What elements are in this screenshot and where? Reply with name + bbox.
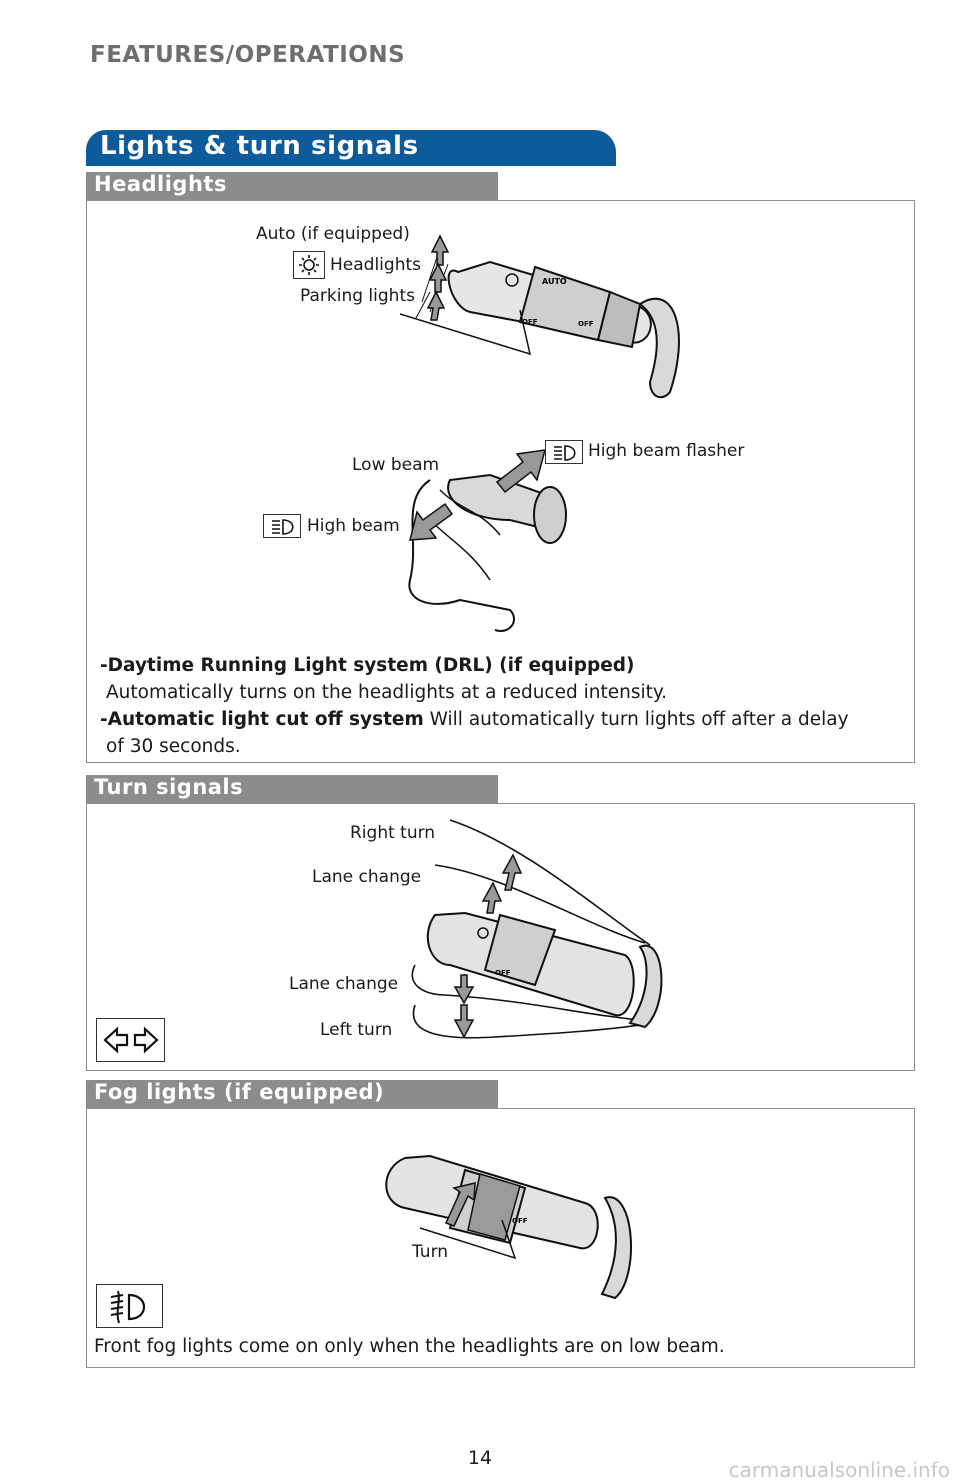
svg-text:OFF: OFF [512, 1217, 528, 1225]
parking-lights-label: Parking lights [300, 286, 415, 306]
drl-title: -Daytime Running Light system (DRL) (if … [100, 655, 635, 676]
fog-lights-title: Fog lights (if equipped) [94, 1080, 385, 1104]
page-number: 14 [467, 1447, 493, 1469]
left-turn-label: Left turn [320, 1020, 393, 1040]
auto-label: Auto (if equipped) [256, 224, 410, 244]
cutoff-title: -Automatic light cut off system [100, 709, 424, 730]
headlight-icon [293, 251, 325, 279]
headlight-arrows [426, 234, 450, 321]
lane-change-down-label: Lane change [289, 974, 399, 994]
lane-change-up-label: Lane change [312, 867, 422, 887]
turn-label: Turn [412, 1242, 449, 1262]
cutoff-text-2: of 30 seconds. [106, 736, 241, 757]
headlight-lever-illustration: AUTO OFF OFF [400, 241, 680, 399]
low-beam-label: Low beam [352, 455, 440, 475]
turn-signals-title: Turn signals [94, 775, 244, 799]
cutoff-text: Will automatically turn lights off after… [423, 709, 849, 730]
svg-text:OFF: OFF [522, 318, 538, 326]
turn-signals-section-bar: Turn signals [86, 775, 498, 803]
headlights-section-bar: Headlights [86, 172, 498, 200]
drl-paragraph: -Daytime Running Light system (DRL) (if … [100, 652, 900, 760]
headlights-label: Headlights [330, 255, 421, 275]
beam-arrows [409, 449, 547, 541]
banner-title: Lights & turn signals [100, 131, 419, 161]
high-beam-flasher-label: High beam flasher [588, 441, 745, 461]
high-beam-label: High beam [307, 516, 400, 536]
turn-signals-box [86, 803, 915, 1071]
svg-text:OFF: OFF [495, 969, 511, 977]
right-turn-label: Right turn [350, 823, 436, 843]
svg-text:OFF: OFF [578, 320, 594, 328]
fog-light-icon [96, 1284, 163, 1328]
high-beam-icon [263, 514, 301, 538]
svg-text:AUTO: AUTO [542, 277, 567, 286]
fog-lights-text: Front fog lights come on only when the h… [94, 1336, 725, 1357]
turn-signal-icon [96, 1018, 165, 1062]
headlights-title: Headlights [94, 172, 227, 196]
section-header: FEATURES/OPERATIONS [90, 42, 406, 68]
drl-text: Automatically turns on the headlights at… [106, 682, 668, 703]
high-beam-flasher-icon [545, 440, 583, 464]
turn-lever-illustration: OFF [411, 819, 663, 1039]
headlights-box [86, 200, 915, 763]
fog-lights-section-bar: Fog lights (if equipped) [86, 1080, 498, 1108]
fog-lever-illustration: OFF [385, 1154, 632, 1300]
fog-lights-box [86, 1108, 915, 1368]
watermark: carmanualsonline.info [728, 1458, 950, 1482]
page-banner: Lights & turn signals [86, 130, 616, 166]
